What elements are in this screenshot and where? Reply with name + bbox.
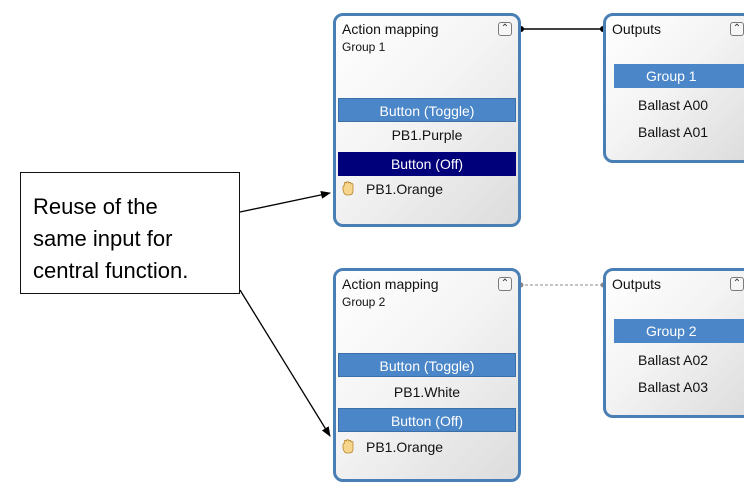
double-chevron-up-icon[interactable]: ⌃ [730, 22, 744, 36]
callout-line: same input for [33, 226, 173, 251]
trigger-row[interactable]: Button (Off) [338, 408, 516, 432]
output-row[interactable]: Ballast A01 [638, 124, 709, 140]
hand-icon [342, 439, 354, 454]
node-title: Outputs [612, 21, 662, 37]
shared-input-label: PB1.Orange [366, 439, 444, 455]
callout-line: central function. [33, 258, 189, 283]
action-mapping-node-group1[interactable]: Action mapping Group 1 ⌃ Button (Toggle)… [333, 13, 521, 227]
double-chevron-up-icon[interactable]: ⌃ [498, 277, 512, 291]
trigger-row[interactable]: Button (Toggle) [338, 98, 516, 122]
callout-line: Reuse of the [33, 194, 158, 219]
double-chevron-up-icon[interactable]: ⌃ [498, 22, 512, 36]
hand-icon [342, 181, 354, 196]
output-row[interactable]: Ballast A00 [638, 97, 709, 113]
node-title: Action mapping [342, 276, 439, 292]
output-group-row[interactable]: Group 1 [614, 64, 744, 88]
callout-arrow-group2 [239, 289, 331, 437]
input-row[interactable]: PB1.White [393, 384, 461, 400]
node-title: Action mapping [342, 21, 439, 37]
input-row[interactable]: PB1.Purple [391, 127, 463, 143]
shared-input-label: PB1.Orange [366, 181, 444, 197]
double-chevron-up-icon[interactable]: ⌃ [730, 277, 744, 291]
callout-arrow-group1 [239, 190, 331, 213]
node-title: Outputs [612, 276, 662, 292]
node-subtitle: Group 1 [342, 40, 386, 54]
shared-input-row[interactable]: PB1.Orange [338, 177, 516, 201]
action-mapping-node-group2[interactable]: Action mapping Group 2 ⌃ Button (Toggle)… [333, 268, 521, 482]
trigger-row-active[interactable]: Button (Off) [338, 152, 516, 176]
trigger-row[interactable]: Button (Toggle) [338, 353, 516, 377]
output-row[interactable]: Ballast A02 [638, 352, 709, 368]
output-row[interactable]: Ballast A03 [638, 379, 709, 395]
node-subtitle: Group 2 [342, 295, 386, 309]
outputs-node-group2[interactable]: Outputs ⌃ Group 2 Ballast A02 Ballast A0… [603, 268, 744, 418]
callout-box: Reuse of the same input for central func… [20, 172, 240, 294]
output-group-row[interactable]: Group 2 [614, 319, 744, 343]
outputs-node-group1[interactable]: Outputs ⌃ Group 1 Ballast A00 Ballast A0… [603, 13, 744, 163]
shared-input-row[interactable]: PB1.Orange [338, 435, 516, 459]
